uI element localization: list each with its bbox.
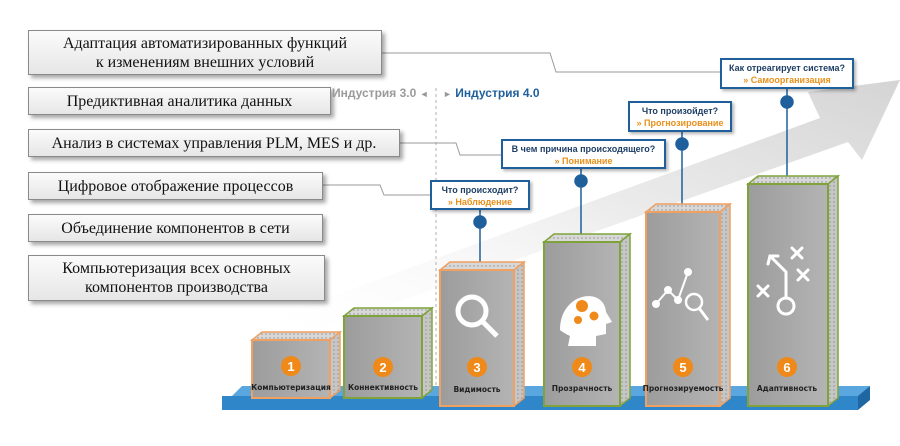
industry-4-label: ► Индустрия 4.0 bbox=[443, 86, 540, 100]
label-computerization: Компьютеризация всех основных компоненто… bbox=[28, 255, 325, 301]
stage-block-5: 5 Прогнозируемость bbox=[643, 202, 733, 408]
callout-answer: » Самоорганизация bbox=[743, 75, 831, 85]
stage-number: 6 bbox=[783, 360, 790, 375]
stage-label: Адаптивность bbox=[757, 384, 818, 393]
stage-block-6: 6 Адаптивность bbox=[745, 174, 841, 408]
stage-number: 5 bbox=[679, 360, 686, 375]
stage-number-badge bbox=[467, 357, 487, 377]
callout-question: Что происходит? bbox=[441, 185, 519, 195]
stage-block-1: 1 Компьютеризация bbox=[249, 330, 343, 400]
stage-block-4: 4 Прозрачность bbox=[541, 232, 633, 408]
network-analysis-icon bbox=[652, 268, 710, 321]
callout-question: В чем причина происходящего? bbox=[511, 144, 656, 154]
label-plm-mes-analysis: Анализ в системах управления PLM, MES и … bbox=[28, 129, 400, 157]
stage-number-badge bbox=[777, 357, 797, 377]
stage-number: 4 bbox=[578, 360, 586, 375]
industry-3-label: Индустрия 3.0 ◄ bbox=[332, 86, 429, 100]
stage-number-badge bbox=[572, 357, 592, 377]
leader-lines bbox=[323, 52, 722, 196]
callout-question: Что произойдет? bbox=[641, 106, 719, 116]
stage-block-2: 2 Коннективность bbox=[341, 306, 435, 400]
stage-number: 1 bbox=[287, 359, 294, 374]
stage-number-badge bbox=[673, 357, 693, 377]
callout-answer: » Прогнозирование bbox=[636, 118, 724, 128]
arrow-right-icon: ► bbox=[443, 89, 452, 99]
label-adaptation: Адаптация автоматизированных функций к и… bbox=[28, 30, 382, 75]
stage-label: Прозрачность bbox=[552, 384, 613, 393]
label-predictive-analytics: Предиктивная аналитика данных bbox=[28, 87, 331, 115]
stage-label: Видимость bbox=[453, 385, 500, 394]
industry-3-text: Индустрия 3.0 bbox=[332, 86, 417, 100]
growth-arrow bbox=[240, 80, 900, 340]
callout-understanding: В чем причина происходящего? » Понимание bbox=[501, 139, 666, 169]
stage-block-3: 3 Видимость bbox=[437, 260, 527, 408]
stage-label: Компьютеризация bbox=[251, 383, 331, 392]
stage-number: 2 bbox=[379, 360, 386, 375]
stage-number-badge bbox=[373, 357, 393, 377]
callout-question: Как отреагирует система? bbox=[728, 63, 846, 73]
stage-number-badge bbox=[281, 356, 301, 376]
stage-label: Прогнозируемость bbox=[643, 384, 724, 393]
label-network-integration: Объединение компонентов в сети bbox=[28, 214, 323, 242]
callout-answer: » Наблюдение bbox=[447, 197, 513, 207]
strategy-play-icon bbox=[756, 246, 810, 316]
callout-prediction: Что произойдет? » Прогнозирование bbox=[628, 101, 732, 132]
arrow-left-icon: ◄ bbox=[419, 89, 429, 99]
callout-observation: Что происходит? » Наблюдение bbox=[430, 180, 530, 210]
head-gears-icon bbox=[560, 296, 612, 346]
stage-number: 3 bbox=[473, 360, 480, 375]
callout-self-organization: Как отреагирует система? » Самоорганизац… bbox=[720, 58, 854, 89]
callout-answer: » Понимание bbox=[554, 156, 613, 166]
label-digital-representation: Цифровое отображение процессов bbox=[28, 172, 323, 200]
magnifier-icon bbox=[455, 294, 499, 338]
industry-4-text: Индустрия 4.0 bbox=[455, 86, 540, 100]
stage-label: Коннективность bbox=[348, 383, 418, 392]
